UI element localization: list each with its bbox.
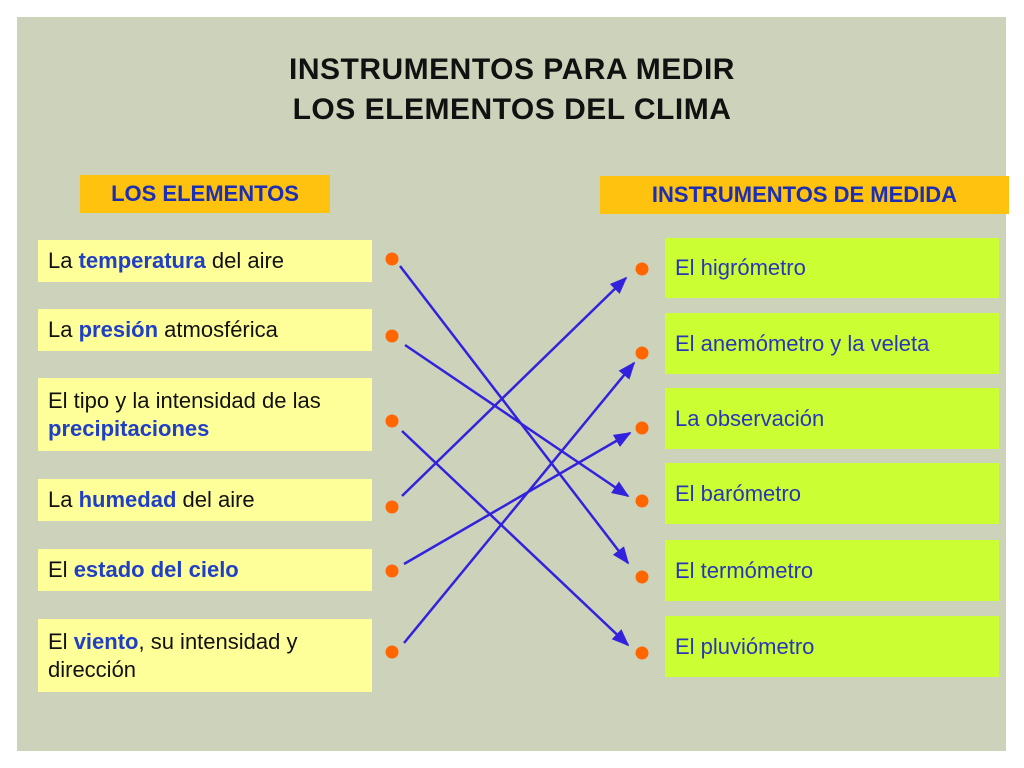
instrument-dot-3[interactable]	[635, 494, 649, 508]
arrow-0-to-4	[399, 265, 630, 565]
header-elements: LOS ELEMENTOS	[80, 175, 330, 213]
element-box-temperatura[interactable]: La temperatura del aire	[38, 240, 372, 282]
element-text-pre: El	[48, 557, 74, 582]
element-text-pre: El	[48, 628, 74, 654]
element-dot-2[interactable]	[385, 414, 399, 428]
instrument-dot-2[interactable]	[635, 421, 649, 435]
element-text-pre: La	[48, 248, 79, 273]
instrument-dot-4[interactable]	[635, 570, 649, 584]
element-text-post: , su intensidad y dirección	[48, 628, 298, 682]
element-highlight: viento	[73, 628, 139, 654]
arrow-5-to-1	[403, 361, 636, 644]
element-box-estado-cielo[interactable]: El estado del cielo	[38, 549, 372, 591]
instrument-box-barometro[interactable]: El barómetro	[665, 463, 999, 524]
arrow-3-to-0	[401, 276, 628, 497]
instrument-box-observacion[interactable]: La observación	[665, 388, 999, 449]
element-text-pre: La	[48, 317, 79, 342]
connection-dots	[385, 252, 649, 660]
element-text-post: del aire	[176, 487, 255, 512]
instrument-box-anemometro[interactable]: El anemómetro y la veleta	[665, 313, 999, 374]
arrow-2-to-5	[401, 430, 630, 647]
title-line-2: LOS ELEMENTOS DEL CLIMA	[292, 93, 732, 126]
element-box-viento[interactable]: El viento, su intensidad y dirección	[38, 619, 372, 692]
arrow-1-to-3	[404, 343, 630, 498]
instrument-dot-5[interactable]	[635, 646, 649, 660]
instrument-box-termometro[interactable]: El termómetro	[665, 540, 999, 601]
element-text-post: del aire	[205, 248, 285, 273]
slide-title: INSTRUMENTOS PARA MEDIR LOS ELEMENTOS DE…	[0, 50, 1024, 130]
element-highlight: precipitaciones	[48, 415, 210, 441]
element-dot-3[interactable]	[385, 500, 399, 514]
instrument-dot-1[interactable]	[635, 346, 649, 360]
element-box-humedad[interactable]: La humedad del aire	[38, 479, 372, 521]
element-text-pre: El tipo y la intensidad de las	[48, 387, 321, 413]
arrow-4-to-2	[403, 431, 632, 566]
element-highlight: estado del cielo	[73, 557, 239, 582]
instrument-dot-0[interactable]	[635, 262, 649, 276]
instrument-box-pluviometro[interactable]: El pluviómetro	[665, 616, 999, 677]
element-highlight: presión	[78, 317, 159, 342]
element-dot-1[interactable]	[385, 329, 399, 343]
element-highlight: humedad	[78, 487, 177, 512]
element-box-precipitaciones[interactable]: El tipo y la intensidad de las precipita…	[38, 378, 372, 451]
element-dot-0[interactable]	[385, 252, 399, 266]
header-instruments: INSTRUMENTOS DE MEDIDA	[600, 176, 1009, 214]
element-text-pre: La	[48, 487, 79, 512]
element-dot-5[interactable]	[385, 645, 399, 659]
element-dot-4[interactable]	[385, 564, 399, 578]
instrument-box-higrometro[interactable]: El higrómetro	[665, 238, 999, 298]
element-text-post: atmosférica	[158, 317, 278, 342]
element-highlight: temperatura	[78, 248, 206, 273]
title-line-1: INSTRUMENTOS PARA MEDIR	[289, 53, 735, 86]
connection-arrows	[399, 265, 636, 647]
element-box-presion[interactable]: La presión atmosférica	[38, 309, 372, 351]
